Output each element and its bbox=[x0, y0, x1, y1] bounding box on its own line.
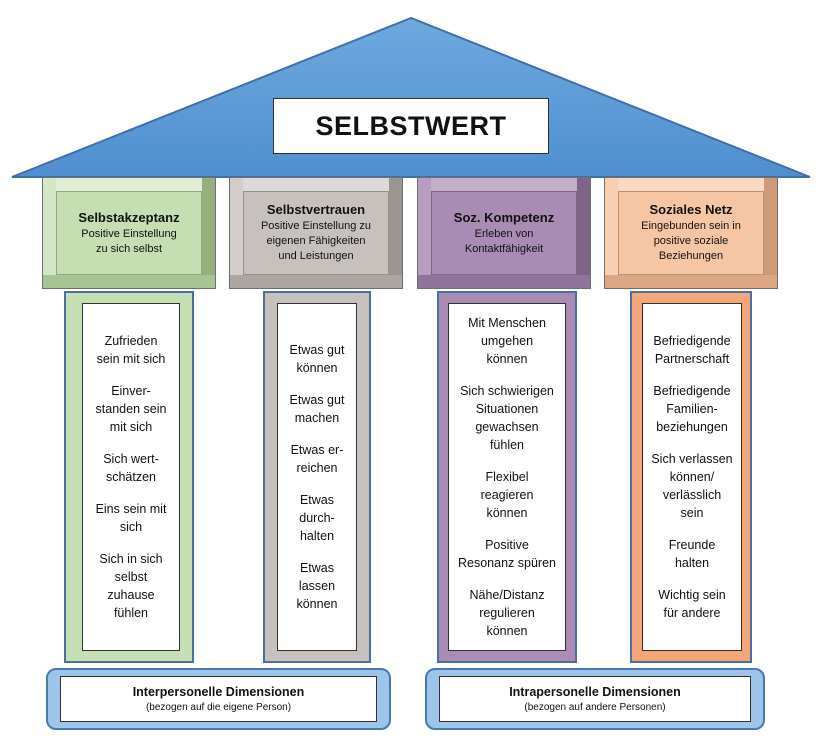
list-item: Mit Menschen umgehen können bbox=[468, 316, 546, 366]
pillar-shaft-selbstakzeptanz: Zufrieden sein mit sich Einver- standen … bbox=[64, 291, 194, 663]
pillar-shaft-soziales-netz: Befriedigende Partnerschaft Befriedigend… bbox=[630, 291, 752, 663]
base-label: Interpersonelle Dimensionen (bezogen auf… bbox=[60, 676, 377, 722]
pillar-subtitle: Eingebunden sein in positive soziale Bez… bbox=[641, 220, 741, 262]
capital-soz-kompetenz: Soz. Kompetenz Erleben von Kontaktfähigk… bbox=[417, 177, 591, 289]
pillar-title: Selbstvertrauen bbox=[266, 202, 366, 217]
list-item: Etwas gut machen bbox=[289, 393, 345, 425]
pillar-subtitle: Positive Einstellung zu eigenen Fähigkei… bbox=[260, 220, 372, 262]
pillar-title: Soziales Netz bbox=[649, 202, 733, 217]
pillar-items-box: Zufrieden sein mit sich Einver- standen … bbox=[82, 303, 180, 651]
capital-selbstvertrauen: Selbstvertrauen Positive Einstellung zu … bbox=[229, 177, 403, 289]
list-item: Sich verlassen können/ verlässlich sein bbox=[651, 452, 733, 520]
base-interpersonal: Interpersonelle Dimensionen (bezogen auf… bbox=[46, 668, 391, 730]
list-item: Etwas er- reichen bbox=[290, 443, 344, 475]
list-item: Zufrieden sein mit sich bbox=[96, 334, 166, 366]
pillar-title: Selbstakzeptanz bbox=[78, 209, 180, 225]
list-item: Sich in sich selbst zuhause fühlen bbox=[99, 552, 163, 620]
pillar-items-box: Mit Menschen umgehen können Sich schwier… bbox=[448, 303, 566, 651]
pillar-subtitle: Erleben von Kontaktfähigkeit bbox=[464, 227, 544, 255]
capital-selbstakzeptanz: Selbstakzeptanz Positive Einstellung zu … bbox=[42, 177, 216, 289]
list-item: Befriedigende Familien- beziehungen bbox=[653, 384, 731, 434]
list-item: Positive Resonanz spüren bbox=[458, 538, 556, 570]
pillar-items-box: Befriedigende Partnerschaft Befriedigend… bbox=[642, 303, 742, 651]
list-item: Befriedigende Partnerschaft bbox=[653, 334, 731, 366]
list-item: Flexibel reagieren können bbox=[480, 470, 534, 520]
base-subtitle: (bezogen auf andere Personen) bbox=[524, 702, 666, 713]
list-item: Freunde halten bbox=[668, 538, 716, 570]
base-title: Interpersonelle Dimensionen bbox=[132, 685, 305, 699]
base-subtitle: (bezogen auf die eigene Person) bbox=[145, 702, 292, 713]
list-item: Etwas gut können bbox=[289, 343, 345, 375]
pillar-shaft-soz-kompetenz: Mit Menschen umgehen können Sich schwier… bbox=[437, 291, 577, 663]
base-intrapersonal: Intrapersonelle Dimensionen (bezogen auf… bbox=[425, 668, 765, 730]
pillar-subtitle: Positive Einstellung zu sich selbst bbox=[81, 227, 177, 255]
base-title: Intrapersonelle Dimensionen bbox=[509, 685, 681, 699]
base-label: Intrapersonelle Dimensionen (bezogen auf… bbox=[439, 676, 751, 722]
roof-triangle bbox=[11, 16, 811, 178]
list-item: Nähe/Distanz regulieren können bbox=[469, 588, 545, 638]
capital-soziales-netz: Soziales Netz Eingebunden sein in positi… bbox=[604, 177, 778, 289]
list-item: Wichtig sein für andere bbox=[658, 588, 726, 620]
list-item: Etwas durch- halten bbox=[299, 493, 335, 543]
pillar-items-box: Etwas gut können Etwas gut machen Etwas … bbox=[277, 303, 357, 651]
list-item: Einver- standen sein mit sich bbox=[95, 384, 167, 434]
list-item: Etwas lassen können bbox=[296, 561, 338, 611]
list-item: Eins sein mit sich bbox=[95, 502, 167, 534]
list-item: Sich schwierigen Situationen gewachsen f… bbox=[460, 384, 554, 452]
page-title: SELBSTWERT bbox=[273, 98, 549, 154]
pillar-title: Soz. Kompetenz bbox=[453, 209, 555, 225]
pillar-shaft-selbstvertrauen: Etwas gut können Etwas gut machen Etwas … bbox=[263, 291, 371, 663]
list-item: Sich wert- schätzen bbox=[103, 452, 159, 484]
